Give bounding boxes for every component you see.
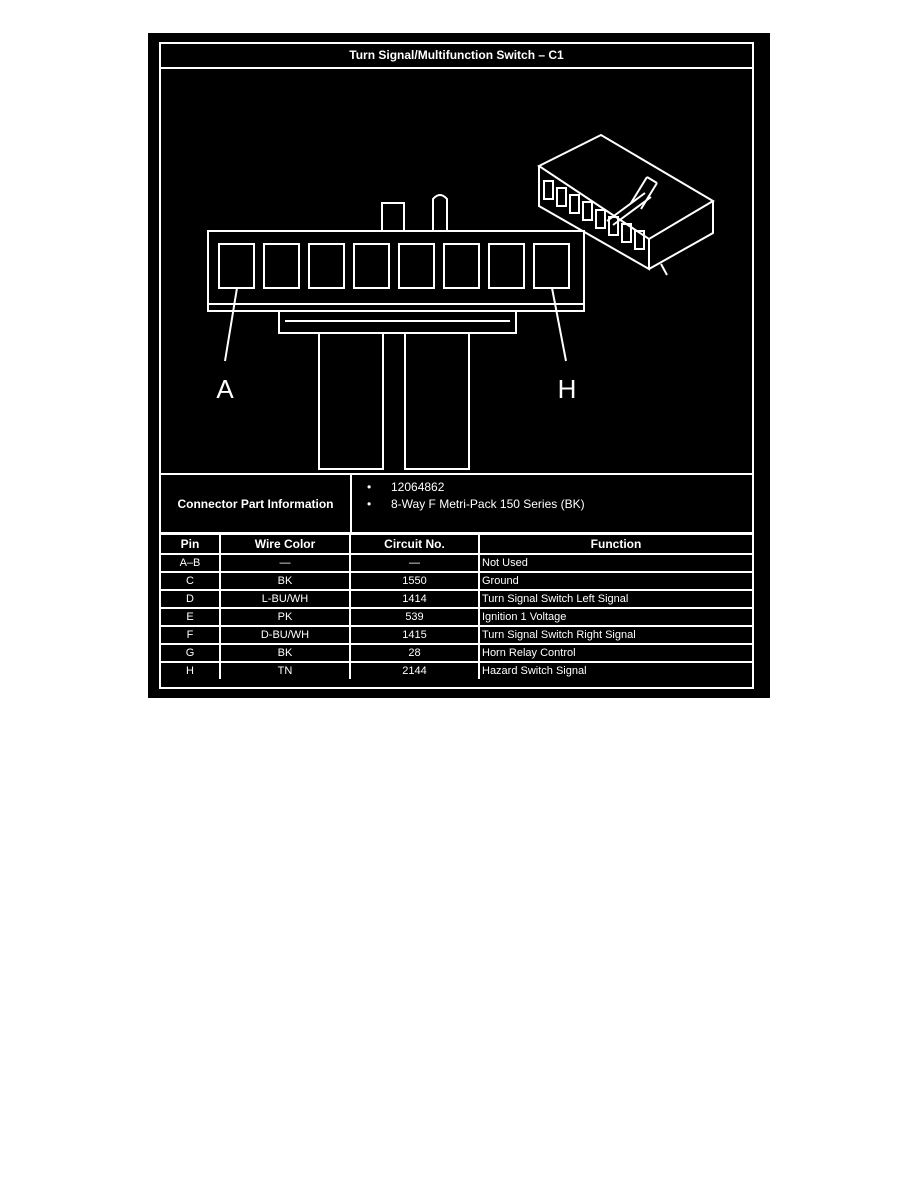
connector-sheet: Turn Signal/Multifunction Switch – C1 [148,33,770,698]
connector-leg-left [318,332,384,470]
pin-cell: E [161,607,221,627]
table-row: A–B — — Not Used [161,553,752,573]
table-row: F D-BU/WH 1415 Turn Signal Switch Right … [161,625,752,645]
header-wire-color: Wire Color [219,533,351,555]
function-cell: Turn Signal Switch Right Signal [478,625,752,645]
table-header-row: Pin Wire Color Circuit No. Function [161,533,752,555]
function-cell: Ignition 1 Voltage [478,607,752,627]
wire-color-cell: — [219,553,351,573]
header-pin: Pin [161,533,221,555]
circuit-cell: 1414 [349,589,480,609]
connector-cavities [218,243,570,289]
connector-latch-tab [381,202,405,232]
table-row: E PK 539 Ignition 1 Voltage [161,607,752,627]
pin-h-leader [551,287,567,362]
wire-color-cell: PK [219,607,351,627]
circuit-cell: 1550 [349,571,480,591]
part-number: 12064862 [367,479,585,496]
table-row: G BK 28 Horn Relay Control [161,643,752,663]
pin-cell: H [161,661,221,679]
function-cell: Ground [478,571,752,591]
page-title: Turn Signal/Multifunction Switch – C1 [161,44,752,69]
function-cell: Horn Relay Control [478,643,752,663]
part-series: 8-Way F Metri-Pack 150 Series (BK) [367,496,585,513]
table-row: H TN 2144 Hazard Switch Signal [161,661,752,679]
wire-color-cell: BK [219,571,351,591]
function-cell: Hazard Switch Signal [478,661,752,679]
connector-frame: Turn Signal/Multifunction Switch – C1 [159,42,754,689]
function-cell: Not Used [478,553,752,573]
header-circuit-no: Circuit No. [349,533,480,555]
wire-color-cell: D-BU/WH [219,625,351,645]
wire-color-cell: L-BU/WH [219,589,351,609]
circuit-cell: 2144 [349,661,480,679]
circuit-cell: 1415 [349,625,480,645]
part-info-label: Connector Part Information [161,475,352,532]
circuit-cell: 539 [349,607,480,627]
pin-cell: D [161,589,221,609]
pin-cell: F [161,625,221,645]
pin-a-label: A [216,374,234,404]
wire-color-cell: BK [219,643,351,663]
table-row: D L-BU/WH 1414 Turn Signal Switch Left S… [161,589,752,609]
pin-a-leader [224,287,238,362]
connector-3d-view [537,133,715,276]
header-function: Function [478,533,752,555]
connector-lower-rail [278,311,517,334]
connector-part-info: Connector Part Information 12064862 8-Wa… [161,473,752,534]
pin-h-label: H [558,374,577,404]
circuit-cell: — [349,553,480,573]
connector-diagram: A H [207,133,715,470]
pin-cell: C [161,571,221,591]
function-cell: Turn Signal Switch Left Signal [478,589,752,609]
table-row: C BK 1550 Ground [161,571,752,591]
connector-leg-right [404,332,470,470]
pinout-table: Pin Wire Color Circuit No. Function A–B … [161,533,752,679]
pin-cell: G [161,643,221,663]
pin-cell: A–B [161,553,221,573]
circuit-cell: 28 [349,643,480,663]
part-info-list: 12064862 8-Way F Metri-Pack 150 Series (… [367,479,585,513]
connector-key-tab [432,194,448,231]
wire-color-cell: TN [219,661,351,679]
connector-body [207,230,585,312]
